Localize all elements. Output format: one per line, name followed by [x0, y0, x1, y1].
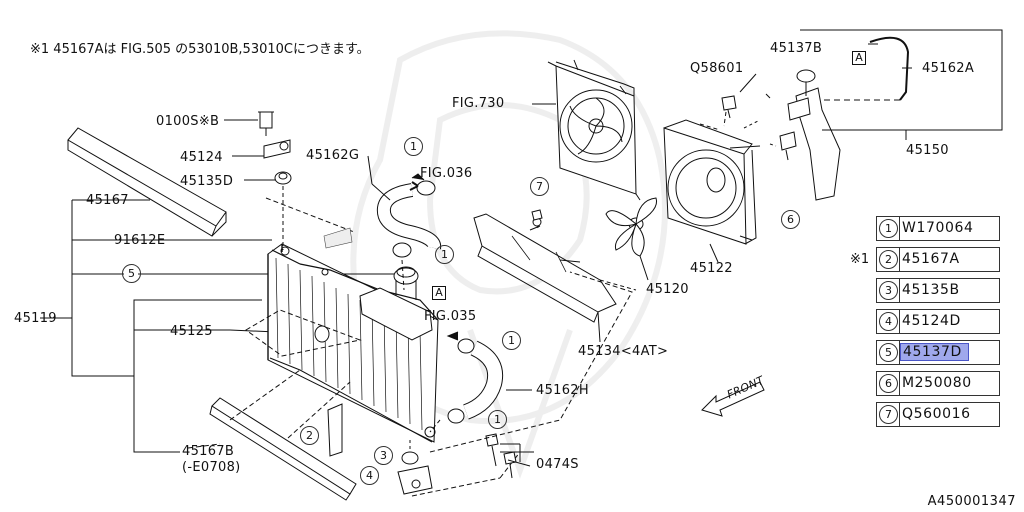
legend-number: 5 — [879, 343, 898, 362]
drain-plug — [314, 325, 330, 343]
callout-1: 1 — [404, 137, 423, 156]
legend-part-code: 45137D — [900, 343, 969, 361]
fan-blade — [605, 197, 658, 257]
front-arrow — [701, 381, 765, 417]
legend-part-code: Q560016 — [902, 406, 971, 422]
footnote: ※1 45167Aは FIG.505 の53010B,53010Cにつきます。 — [30, 42, 370, 57]
callout-3: 3 — [374, 446, 393, 465]
legend-part-code: 45124D — [902, 313, 961, 329]
fan-shroud-fig730 — [547, 59, 641, 201]
radiator-upper-tank — [359, 266, 433, 341]
fig-ref-035: FIG.035 — [424, 309, 477, 324]
legend-number: 3 — [879, 281, 898, 300]
part-label-45167b-range: (-E0708) — [182, 460, 241, 475]
legend-row[interactable]: 3 45135B — [876, 278, 1000, 303]
callout-6: 6 — [781, 210, 800, 229]
part-label-0474s: 0474S — [536, 457, 579, 472]
fig-ref-730: FIG.730 — [452, 96, 505, 111]
part-label-45124: 45124 — [180, 150, 223, 165]
legend-part-code: M250080 — [902, 375, 972, 391]
legend-footnote-marker: ※1 — [850, 252, 870, 267]
legend-number: 2 — [879, 250, 898, 269]
shroud-duct — [473, 213, 637, 323]
top-mount-bracket — [258, 111, 292, 250]
fan-shroud-45122 — [663, 111, 761, 245]
radiator-core — [267, 243, 439, 443]
lower-mount — [397, 440, 521, 497]
part-label-45162a: 45162A — [922, 61, 975, 76]
part-label-45167b: 45167B — [182, 444, 235, 459]
part-label-45125: 45125 — [170, 324, 213, 339]
legend-row[interactable]: 7 Q560016 — [876, 402, 1000, 427]
callout-5: 5 — [122, 264, 141, 283]
ref-tag-a-reservoir: A — [852, 51, 866, 65]
callout-1: 1 — [488, 410, 507, 429]
callout-1: 1 — [435, 245, 454, 264]
part-label-45120: 45120 — [646, 282, 689, 297]
legend-row[interactable]: 6 M250080 — [876, 371, 1000, 396]
part-label-45167: 45167 — [86, 193, 129, 208]
part-label-45162h: 45162H — [536, 383, 589, 398]
fig-ref-036: FIG.036 — [420, 166, 473, 181]
ref-tag-a-radiator: A — [432, 286, 446, 300]
lower-hose — [429, 338, 503, 433]
part-label-91612e: 91612E — [114, 233, 166, 248]
legend-row[interactable]: 1 W170064 — [876, 216, 1000, 241]
legend-part-code: 45167A — [902, 251, 960, 267]
legend-part-code: W170064 — [902, 220, 974, 236]
legend-number: 7 — [879, 405, 898, 424]
legend-number: 1 — [879, 219, 898, 238]
lower-seal-bar — [211, 397, 357, 495]
part-label-45137b: 45137B — [770, 41, 823, 56]
callout-7: 7 — [530, 177, 549, 196]
part-label-q58601: Q58601 — [690, 61, 744, 76]
diagram-id: A450001347 — [927, 494, 1016, 509]
reservoir-tank — [787, 29, 1003, 201]
part-label-45162g: 45162G — [306, 148, 360, 163]
legend-row[interactable]: 4 45124D — [876, 309, 1000, 334]
legend-row-selected[interactable]: 5 45137D — [876, 340, 1000, 365]
part-label-45119: 45119 — [14, 311, 57, 326]
part-label-45135d: 45135D — [180, 174, 234, 189]
part-label-45150: 45150 — [906, 143, 949, 158]
legend-row[interactable]: 2 45167A — [876, 247, 1000, 272]
side-seal — [327, 403, 343, 457]
legend-part-code: 45135B — [902, 282, 960, 298]
parts-legend: ※1 1 W170064 2 45167A 3 45135B 4 45124D … — [850, 216, 1000, 433]
callout-2: 2 — [300, 426, 319, 445]
upper-hose — [371, 180, 442, 291]
upper-seal-bar — [67, 127, 227, 237]
part-label-45122: 45122 — [690, 261, 733, 276]
legend-number: 4 — [879, 312, 898, 331]
part-label-0100s: 0100S※B — [156, 114, 220, 129]
callout-1: 1 — [502, 331, 521, 350]
legend-number: 6 — [879, 374, 898, 393]
callout-4: 4 — [360, 466, 379, 485]
part-label-45134: 45134<4AT> — [578, 344, 669, 359]
